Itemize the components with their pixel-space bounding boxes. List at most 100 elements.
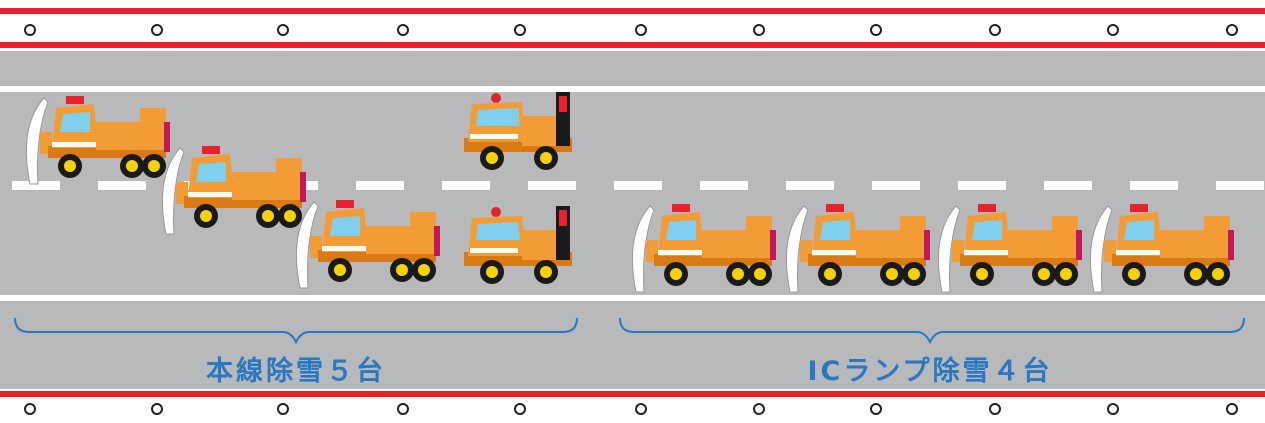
guardrail-post (277, 24, 289, 36)
lane-dash (1044, 181, 1092, 190)
guardrail-post (397, 24, 409, 36)
plow-truck (295, 200, 440, 289)
plow-truck (161, 146, 306, 235)
cab-stripe (470, 134, 518, 139)
cab-stripe (812, 250, 856, 255)
guardrail-post (151, 24, 163, 36)
warning-light (491, 93, 501, 103)
bracket-ic-ramp (619, 317, 1245, 345)
support-truck (464, 206, 572, 284)
wheel-hub (732, 268, 744, 280)
truck-body (702, 230, 774, 258)
road-shoulder-top (0, 51, 1265, 86)
windshield (476, 108, 520, 126)
guardrail-post (24, 403, 36, 415)
warning-light (1130, 204, 1148, 212)
wheel-hub (284, 210, 296, 222)
wheel-hub (908, 268, 920, 280)
guardrail-post (753, 24, 765, 36)
guardrail-post (151, 403, 163, 415)
guardrail-post (989, 403, 1001, 415)
plow-blade (785, 205, 809, 293)
wheel-hub (418, 264, 430, 276)
wheel-hub (886, 268, 898, 280)
lane-dash (12, 181, 60, 190)
plow-truck (631, 204, 776, 293)
engine-box (1052, 216, 1078, 234)
engine-box (276, 158, 302, 176)
windshield (1124, 220, 1154, 240)
plow-truck (937, 204, 1082, 293)
windshield (330, 216, 360, 236)
windshield (820, 220, 850, 240)
plow-blade (1089, 205, 1113, 293)
engine-box (900, 216, 926, 234)
wheel-hub (200, 210, 212, 222)
lane-dash (1130, 181, 1178, 190)
cab-stripe (52, 142, 96, 147)
plow-blade (161, 147, 185, 235)
wheel-hub (1038, 268, 1050, 280)
warning-light (202, 146, 220, 154)
guardrail-post (1226, 24, 1238, 36)
engine-box (746, 216, 772, 234)
warning-light (672, 204, 690, 212)
plow-blade (631, 205, 655, 293)
guardrail-post (24, 24, 36, 36)
wheel-hub (540, 266, 552, 278)
plow-blade (25, 97, 49, 185)
guardrail-post (397, 403, 409, 415)
windshield (60, 112, 90, 132)
wheel-hub (1212, 268, 1224, 280)
cab-stripe (658, 250, 702, 255)
wheel-hub (824, 268, 836, 280)
plow-blade (937, 205, 961, 293)
bracket-mainline (14, 317, 578, 345)
lane-dash (356, 181, 404, 190)
rear-light (924, 230, 930, 260)
truck-body (366, 226, 438, 254)
plow-truck (785, 204, 930, 293)
road-shoulder-bottom (0, 301, 1265, 389)
plow-blade (295, 201, 319, 289)
wheel-hub (486, 266, 498, 278)
wheel-hub (670, 268, 682, 280)
edge-line-bottom (0, 295, 1265, 301)
windshield (476, 222, 520, 240)
guardrail-post (514, 24, 526, 36)
cab-stripe (470, 248, 518, 253)
rear-light (559, 96, 567, 112)
truck-body (856, 230, 928, 258)
lane-dash (872, 181, 920, 190)
guardrail-post (635, 24, 647, 36)
guardrail-post (870, 403, 882, 415)
warning-light (66, 96, 84, 104)
rear-light (434, 226, 440, 256)
lane-dash (1216, 181, 1264, 190)
lane-dash (958, 181, 1006, 190)
guardrail-post (635, 403, 647, 415)
engine-box (1204, 216, 1230, 234)
wheel-hub (334, 264, 346, 276)
guardrail-post (1226, 403, 1238, 415)
lane-dash (528, 181, 576, 190)
cab-stripe (964, 250, 1008, 255)
wheel-hub (262, 210, 274, 222)
rear-light (1076, 230, 1082, 260)
guardrail-post (1107, 24, 1119, 36)
truck-body (1160, 230, 1232, 258)
lane-dash (786, 181, 834, 190)
cab-stripe (188, 192, 232, 197)
wheel-hub (1190, 268, 1202, 280)
warning-light (826, 204, 844, 212)
wheel-hub (126, 160, 138, 172)
wheel-hub (396, 264, 408, 276)
guardrail-post (514, 403, 526, 415)
rear-light (164, 122, 170, 152)
edge-line-top (0, 86, 1265, 92)
cab-stripe (322, 246, 366, 251)
guardrail-post (277, 403, 289, 415)
guardrail-post (753, 403, 765, 415)
lane-dash (442, 181, 490, 190)
